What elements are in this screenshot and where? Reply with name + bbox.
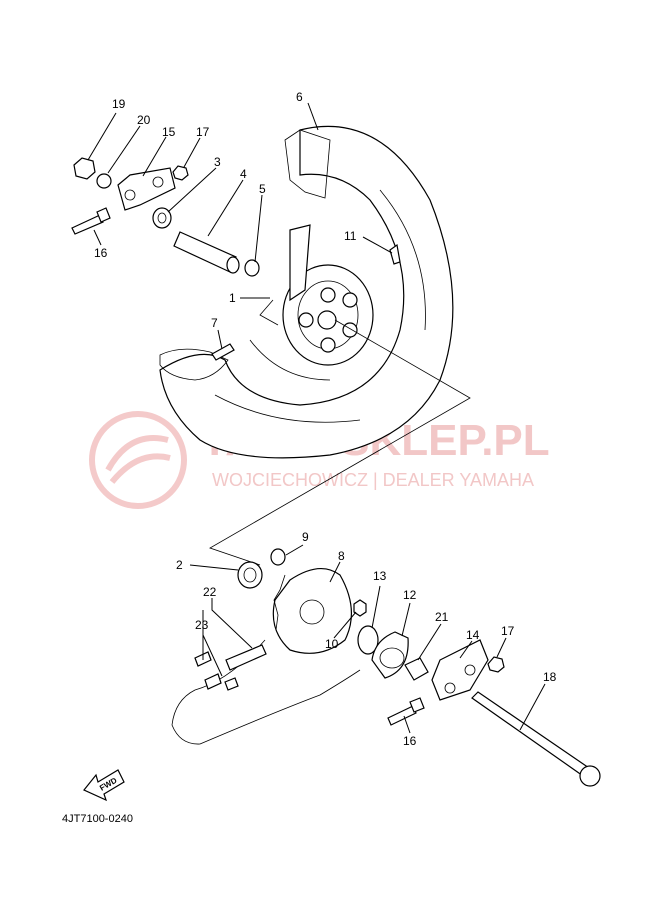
- seal-13: [357, 625, 379, 655]
- callout-1: 1: [229, 291, 236, 305]
- forward-arrow: FWD: [83, 769, 125, 802]
- bearing-3: [152, 207, 172, 229]
- callout-17-top: 17: [196, 125, 210, 139]
- callout-17-bottom: 17: [501, 624, 515, 638]
- bolt-16-bottom: [387, 705, 417, 726]
- tire: [159, 125, 454, 459]
- sprocket-8: [272, 568, 353, 654]
- nut-17-top: [172, 165, 189, 181]
- valve-11: [389, 243, 401, 265]
- callout-8: 8: [338, 549, 345, 563]
- bolt-7: [211, 343, 235, 361]
- nut-17-bottom: [487, 656, 505, 673]
- washer-20: [96, 173, 112, 189]
- callout-15: 15: [162, 125, 176, 139]
- callout-22: 22: [203, 585, 217, 599]
- chain-joint-22: [225, 644, 267, 671]
- callout-11: 11: [344, 229, 357, 243]
- callout-19: 19: [112, 97, 126, 111]
- callout-16-bottom: 16: [403, 734, 417, 748]
- callout-6: 6: [296, 90, 303, 104]
- callout-21: 21: [435, 610, 449, 624]
- top-left-hardware: [71, 157, 189, 235]
- watermark-logo: [89, 411, 187, 509]
- nut-10: [353, 599, 367, 617]
- axle-18: [471, 691, 593, 779]
- diagram-code: 4JT7100-0240: [62, 813, 133, 825]
- wheel-rim-hub: [249, 224, 374, 381]
- collar-21: [404, 657, 429, 681]
- callout-10: 10: [325, 637, 339, 651]
- axle-spacers: [152, 207, 401, 361]
- callout-5: 5: [259, 182, 266, 196]
- chain-adjuster-15: [117, 167, 176, 211]
- callout-23: 23: [195, 618, 209, 632]
- callout-7: 7: [211, 316, 218, 330]
- lower-assembly: [171, 548, 601, 787]
- collar-5: [244, 259, 260, 277]
- callout-4: 4: [240, 167, 247, 181]
- callout-16-top: 16: [94, 246, 108, 260]
- bolt-16-top: [71, 214, 104, 235]
- callout-14: 14: [466, 628, 480, 642]
- collar-9: [270, 548, 286, 566]
- callout-2: 2: [176, 558, 183, 572]
- callout-9: 9: [302, 530, 309, 544]
- callout-3: 3: [214, 155, 221, 169]
- callout-18: 18: [543, 670, 557, 684]
- watermark-subtitle: WOJCIECHOWICZ | DEALER YAMAHA: [212, 470, 534, 490]
- guide-lines: [209, 319, 471, 566]
- bearing-2: [237, 561, 263, 589]
- watermark-logo-mark: [105, 435, 171, 484]
- fwd-arrow-icon: [83, 769, 125, 802]
- chain-adjuster-14: [431, 639, 489, 701]
- leader-lines: [87, 102, 546, 734]
- callout-13: 13: [373, 569, 387, 583]
- callouts: 19 20 15 17 3 4 5 6 11 1 7 16 2 9 8 13 1…: [94, 90, 557, 748]
- callout-20: 20: [137, 113, 151, 127]
- callout-12: 12: [403, 588, 417, 602]
- nut-19: [73, 157, 96, 180]
